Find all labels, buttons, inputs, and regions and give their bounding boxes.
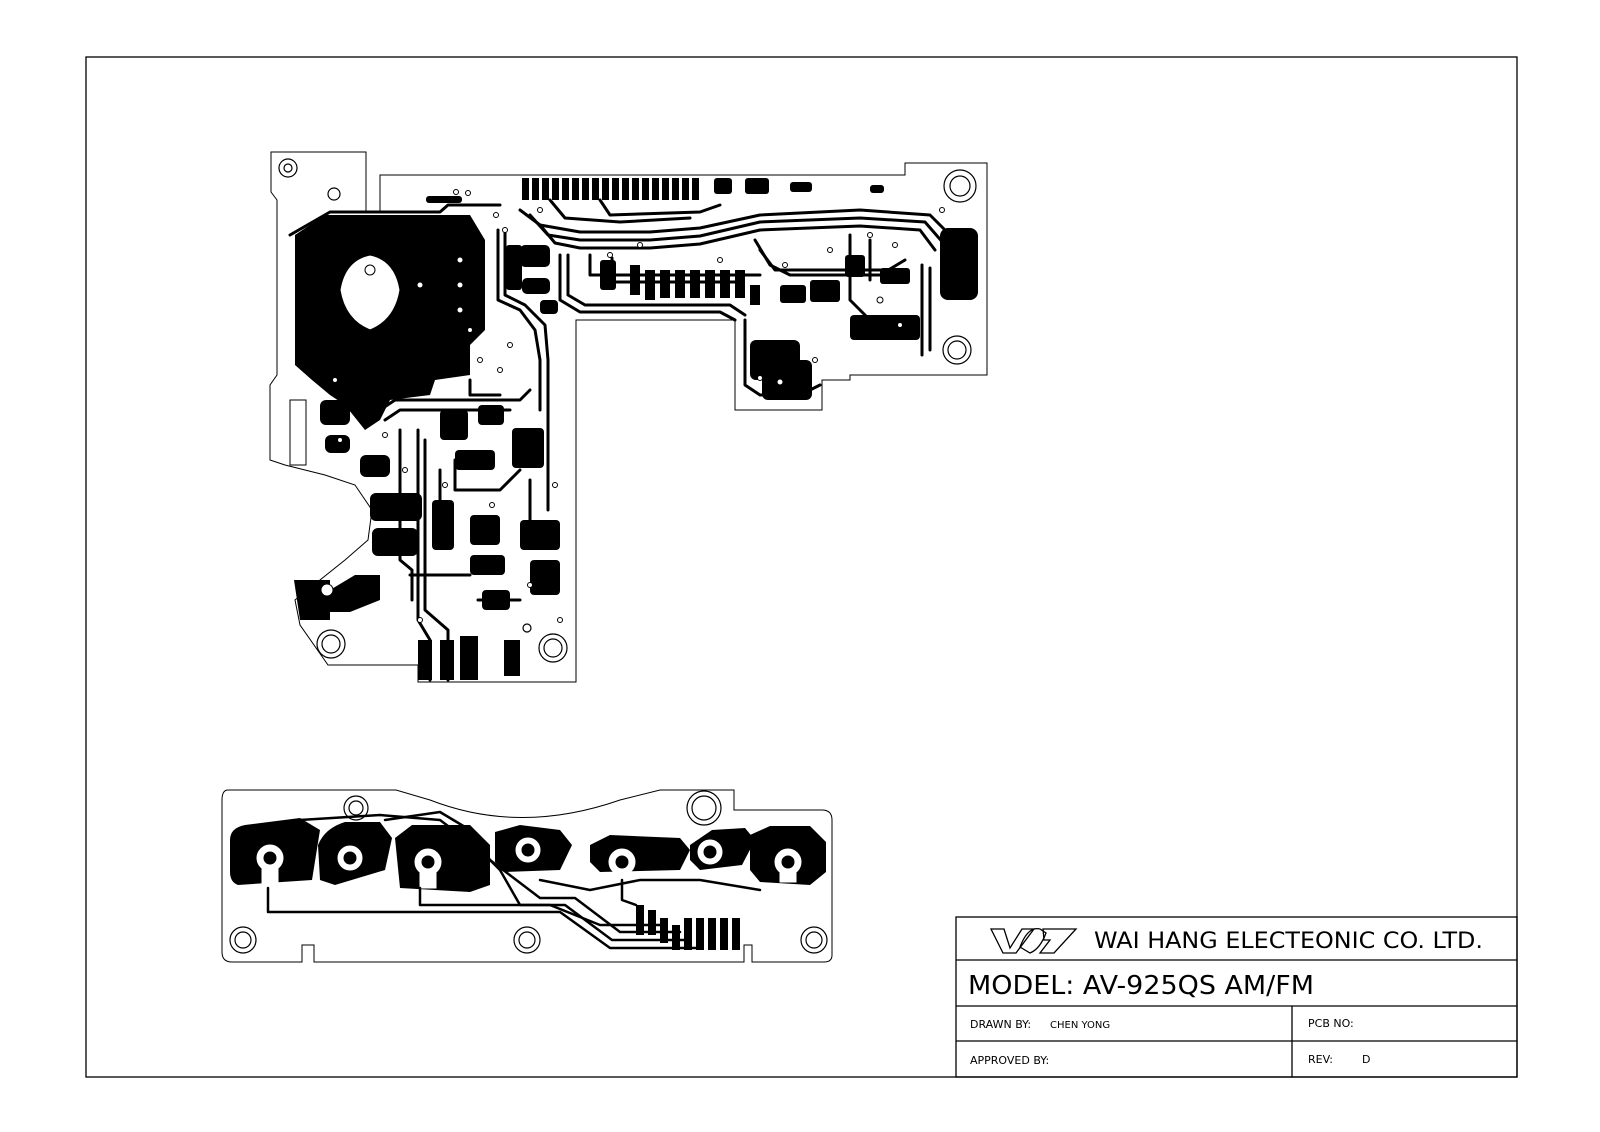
- secondary-pcb-mounting-holes: [229, 790, 828, 954]
- drawn-by-label: DRAWN BY:: [970, 1018, 1031, 1031]
- secondary-pcb-layout: [221, 789, 833, 963]
- pcb-no-label: PCB NO:: [1308, 1017, 1354, 1030]
- title-block: WAI HANG ELECTEONIC CO. LTD. MODEL: AV-9…: [955, 916, 1518, 1078]
- secondary-pcb-connector-fingers: [636, 905, 740, 950]
- company-logo: [989, 927, 1078, 954]
- model-label: MODEL: AV-925QS AM/FM: [968, 971, 1314, 1001]
- main-pcb-layout: [269, 151, 988, 683]
- top-connector-fingers: [426, 178, 884, 203]
- approved-by-label: APPROVED BY:: [970, 1054, 1049, 1067]
- company-name: WAI HANG ELECTEONIC CO. LTD.: [1094, 929, 1483, 954]
- main-pcb-vias: [332, 189, 945, 623]
- secondary-pcb-outline: [221, 789, 833, 963]
- secondary-pcb-traces: [266, 810, 762, 950]
- main-pcb-mounting-holes: [278, 158, 977, 663]
- drawing-frame: [85, 56, 1518, 1078]
- rev-label: REV:: [1308, 1053, 1333, 1066]
- main-pcb-traces: [288, 198, 957, 682]
- main-pcb-component-pads: [317, 249, 884, 597]
- drawn-by-value: CHEN YONG: [1050, 1020, 1110, 1031]
- secondary-pcb-contact-centers: [263, 843, 795, 869]
- main-pcb-copper-pours: [294, 178, 978, 680]
- main-pcb-tab-left: [289, 399, 307, 466]
- rev-value: D: [1362, 1053, 1370, 1066]
- main-pcb-outline: [269, 151, 988, 683]
